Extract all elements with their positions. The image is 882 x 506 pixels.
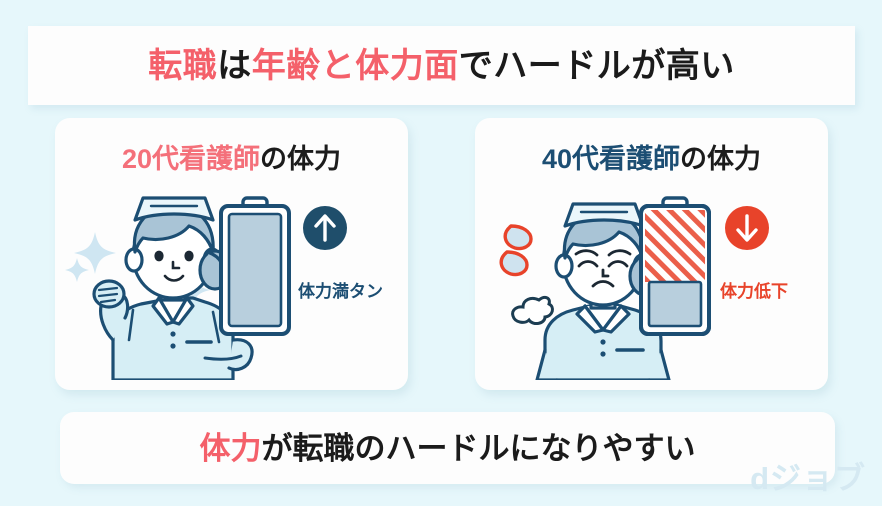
- conclusion-text: 体力が転職のハードルになりやすい: [200, 433, 696, 464]
- card-title-highlight: 40代看護師: [541, 144, 681, 174]
- battery-full-icon: [219, 196, 291, 336]
- headline-segment-3: 年齢と体力面: [251, 46, 459, 85]
- nurse-face-tired: [574, 249, 632, 288]
- status-label-20s: 体力満タン: [298, 282, 383, 301]
- brand-logo: dジョブ: [750, 461, 866, 496]
- headline-segment-4: でハードルが高い: [458, 46, 735, 85]
- arrow-down-badge: [725, 206, 769, 250]
- conclusion-segment-2: が転職のハードルになりやすい: [261, 430, 696, 466]
- exhausted-nurse-illustration: [499, 196, 769, 382]
- comparison-card-40s: 40代看護師の体力: [475, 118, 828, 390]
- conclusion-segment-1: 体力: [199, 430, 262, 466]
- sigh-puff-icon: [511, 295, 554, 326]
- nurse-face-happy: [154, 250, 194, 262]
- headline-segment-2: は: [217, 46, 252, 85]
- comparison-card-20s: 20代看護師の体力: [55, 118, 408, 390]
- headline-segment-1: 転職: [148, 46, 218, 85]
- conclusion-banner: 体力が転職のハードルになりやすい: [60, 412, 835, 484]
- card-title-20s: 20代看護師の体力: [55, 146, 408, 173]
- card-title-rest: の体力: [680, 144, 762, 174]
- arrow-up-badge: [303, 206, 347, 250]
- nurse-smile: [163, 260, 185, 282]
- battery-low-icon: [639, 196, 711, 336]
- status-label-40s: 体力低下: [720, 282, 788, 301]
- card-figure-40s: [475, 190, 828, 382]
- nurse-body: [92, 196, 254, 382]
- card-title-40s: 40代看護師の体力: [475, 146, 828, 173]
- headline-text: 転職は年齢と体力面でハードルが高い: [148, 49, 735, 83]
- energetic-nurse-illustration: [65, 196, 347, 382]
- headline-banner: 転職は年齢と体力面でハードルが高い: [28, 26, 855, 105]
- card-title-highlight: 20代看護師: [121, 144, 261, 174]
- card-figure-20s: [55, 190, 408, 382]
- sweat-drop-icon-group: [499, 224, 533, 277]
- card-title-rest: の体力: [260, 144, 342, 174]
